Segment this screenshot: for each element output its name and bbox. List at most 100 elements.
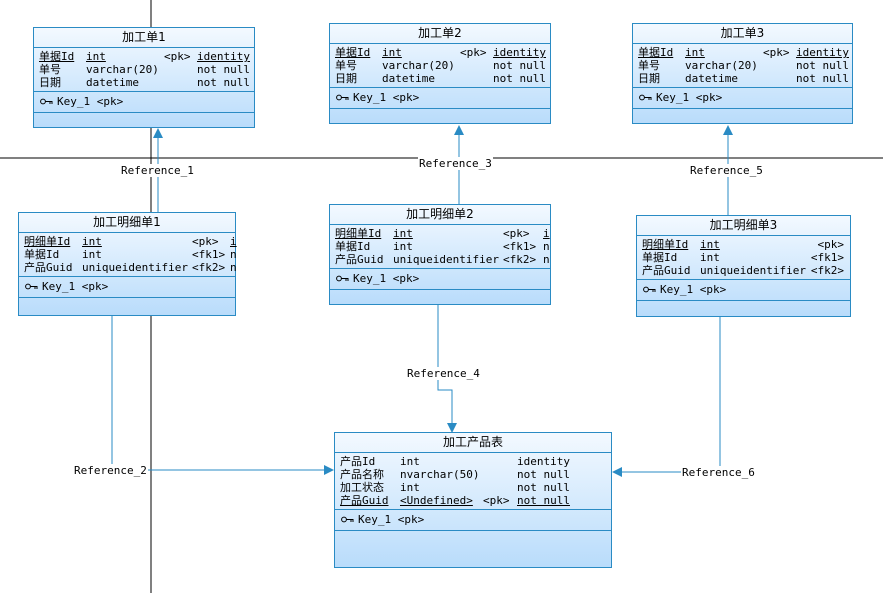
- reference-1-label: Reference_1: [120, 164, 195, 177]
- attribute-key: <fk2>: [810, 264, 844, 277]
- attribute-key: <fk1>: [810, 251, 844, 264]
- attribute-key: <pk>: [483, 494, 510, 507]
- attribute-type: datetime: [685, 72, 738, 85]
- attribute-row: 日期 datetime not null: [330, 72, 550, 85]
- attribute-type: int: [700, 238, 720, 251]
- attribute-name: 单据Id: [335, 46, 371, 59]
- attribute-name: 日期: [638, 72, 660, 85]
- key-label: Key_1 <pk>: [358, 513, 425, 526]
- attribute-type: int: [685, 46, 705, 59]
- attribute-row: 日期 datetime not null: [34, 76, 254, 89]
- attribute-extra: not null: [493, 72, 546, 85]
- attribute-extra: identity: [493, 46, 546, 59]
- attribute-key: <pk>: [503, 227, 530, 240]
- attribute-extra: not null: [493, 59, 546, 72]
- attribute-extra: not null: [796, 59, 849, 72]
- attribute-name: 日期: [39, 76, 61, 89]
- attribute-name: 日期: [335, 72, 357, 85]
- attribute-name: 产品名称: [340, 468, 384, 481]
- attribute-name: 单据Id: [335, 240, 371, 253]
- attribute-type: uniqueidentifier: [82, 261, 188, 274]
- attribute-extra: not null: [197, 76, 250, 89]
- attribute-extra: i: [230, 235, 237, 248]
- reference-2-label: Reference_2: [73, 464, 148, 477]
- attribute-type: int: [393, 240, 413, 253]
- attribute-type: int: [393, 227, 413, 240]
- attribute-name: 产品Guid: [335, 253, 384, 266]
- key-label: Key_1 <pk>: [353, 91, 420, 104]
- attribute-key: <fk2>: [503, 253, 537, 266]
- key-icon: [643, 280, 656, 300]
- attribute-type: int: [400, 455, 420, 468]
- attribute-extra: not null: [517, 468, 570, 481]
- attribute-name: 单据Id: [638, 46, 674, 59]
- reference-5-label: Reference_5: [689, 164, 764, 177]
- attribute-key: <fk1>: [192, 248, 226, 261]
- attribute-name: 明细单Id: [642, 238, 689, 251]
- attribute-type: nvarchar(50): [400, 468, 480, 481]
- key-label: Key_1 <pk>: [656, 91, 723, 104]
- attribute-name: 加工状态: [340, 481, 384, 494]
- entity-title: 加工明细单2: [330, 205, 550, 225]
- reference-6-label: Reference_6: [681, 466, 756, 479]
- key-icon: [336, 88, 349, 108]
- attribute-extra: not null: [517, 494, 570, 507]
- attribute-type: int: [400, 481, 420, 494]
- attribute-type: datetime: [382, 72, 435, 85]
- key-list: Key_1 <pk>: [330, 88, 550, 109]
- attribute-name: 单据Id: [39, 50, 75, 63]
- key-icon: [40, 92, 53, 112]
- attribute-name: 产品Guid: [24, 261, 73, 274]
- attribute-name: 产品Guid: [340, 494, 389, 507]
- attribute-row: 日期 datetime not null: [633, 72, 852, 85]
- attribute-key: <fk1>: [503, 240, 537, 253]
- entity-title: 加工单1: [34, 28, 254, 48]
- key-label: Key_1 <pk>: [57, 95, 124, 108]
- attribute-extra: not null: [796, 72, 849, 85]
- key-label: Key_1 <pk>: [42, 280, 109, 293]
- reference-6-line: [612, 317, 721, 477]
- reference-3-label: Reference_3: [418, 157, 493, 170]
- attribute-type: <Undefined>: [400, 494, 473, 507]
- reference-4-label: Reference_4: [406, 367, 481, 380]
- reference-2-line: [111, 316, 334, 475]
- key-list: Key_1 <pk>: [330, 269, 550, 290]
- key-list: Key_1 <pk>: [19, 277, 235, 298]
- key-icon: [25, 277, 38, 297]
- key-list: Key_1 <pk>: [335, 510, 611, 531]
- entity-title: 加工明细单3: [637, 216, 850, 236]
- attribute-row: 产品Guid <Undefined> <pk> not null: [335, 494, 611, 507]
- attribute-name: 单据Id: [642, 251, 678, 264]
- attribute-extra: n: [543, 253, 550, 266]
- attribute-name: 单号: [335, 59, 357, 72]
- attribute-type: int: [382, 46, 402, 59]
- attribute-extra: i: [543, 227, 550, 240]
- attribute-type: datetime: [86, 76, 139, 89]
- attribute-extra: identity: [197, 50, 250, 63]
- attribute-name: 产品Guid: [642, 264, 691, 277]
- attribute-type: varchar(20): [685, 59, 758, 72]
- attribute-extra: n: [230, 248, 237, 261]
